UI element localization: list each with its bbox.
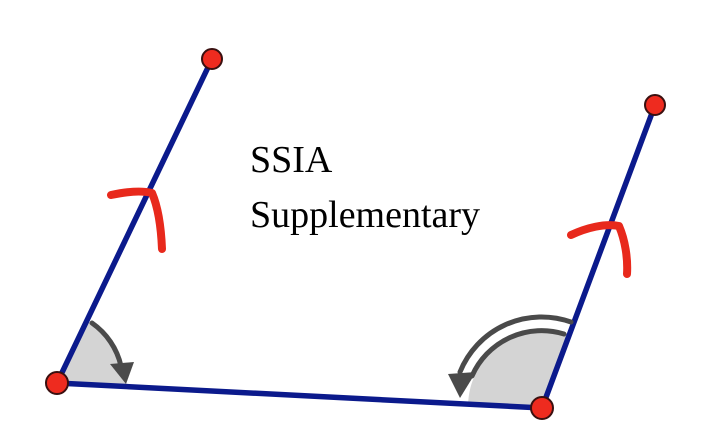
point-bottom-left[interactable]	[45, 371, 69, 395]
right-side-tick-mark	[567, 221, 632, 278]
left-side-tick-mark	[107, 187, 166, 253]
right-angle-arrow-inner	[469, 328, 567, 379]
base-segment	[54, 380, 545, 411]
point-top-left[interactable]	[201, 48, 223, 70]
left-angle-sector	[57, 322, 126, 385]
point-top-right[interactable]	[644, 94, 666, 116]
label-ssia: SSIA	[250, 139, 333, 181]
right-angle-arrowhead	[448, 372, 476, 398]
label-supplementary: Supplementary	[250, 194, 480, 236]
point-bottom-right[interactable]	[530, 396, 554, 420]
right-angle-arrow-outer	[457, 314, 574, 375]
left-angle-arrowhead	[110, 362, 134, 384]
left-angle-arrow	[89, 320, 124, 369]
left-side-segment	[54, 56, 215, 386]
right-angle-sector	[468, 332, 571, 408]
right-side-segment	[539, 102, 658, 411]
